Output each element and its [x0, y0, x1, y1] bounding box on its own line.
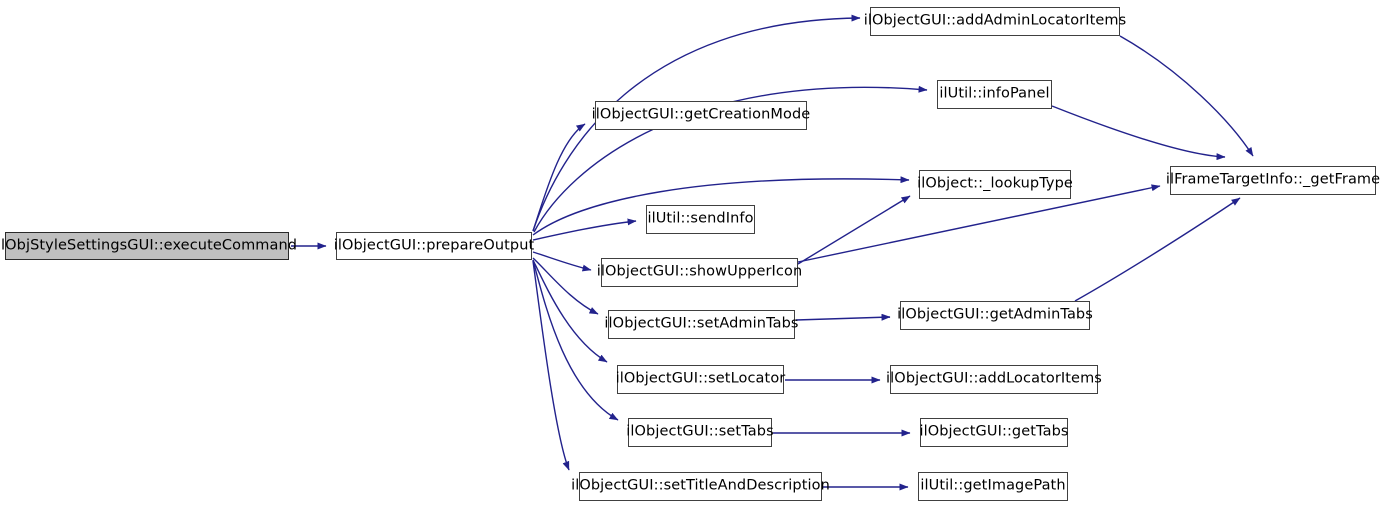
node-label-setAdminTabs: ilObjectGUI::setAdminTabs [604, 315, 799, 332]
node-label-getFrame: ilFrameTargetInfo::_getFrame [1165, 171, 1381, 188]
edge-prepareOutput-to-setTitleAndDescription [532, 260, 570, 471]
node-sendInfo[interactable]: ilUtil::sendInfo [646, 205, 755, 234]
node-setTabs[interactable]: ilObjectGUI::setTabs [626, 418, 774, 447]
edge-addAdminLocatorItems-to-getFrame [1119, 35, 1254, 157]
node-addLocatorItems[interactable]: ilObjectGUI::addLocatorItems [886, 365, 1102, 394]
node-infoPanel[interactable]: ilUtil::infoPanel [937, 80, 1052, 109]
node-label-executeCommand: ilObjStyleSettingsGUI::executeCommand [0, 237, 298, 254]
node-prepareOutput[interactable]: ilObjectGUI::prepareOutput [334, 232, 534, 260]
edge-prepareOutput-to-getCreationMode [532, 123, 586, 232]
node-label-getImagePath: ilUtil::getImagePath [920, 477, 1066, 494]
node-setAdminTabs[interactable]: ilObjectGUI::setAdminTabs [604, 310, 798, 339]
edge-showUpperIcon-to-lookupType [797, 195, 911, 265]
node-addAdminLocatorItems[interactable]: ilObjectGUI::addAdminLocatorItems [864, 7, 1126, 36]
node-label-addLocatorItems: ilObjectGUI::addLocatorItems [886, 370, 1102, 387]
node-getTabs[interactable]: ilObjectGUI::getTabs [919, 418, 1068, 447]
node-executeCommand[interactable]: ilObjStyleSettingsGUI::executeCommand [0, 232, 297, 260]
node-setTitleAndDescription[interactable]: ilObjectGUI::setTitleAndDescription [571, 472, 830, 501]
node-label-addAdminLocatorItems: ilObjectGUI::addAdminLocatorItems [863, 12, 1127, 29]
node-label-infoPanel: ilUtil::infoPanel [939, 85, 1050, 102]
node-label-lookupType: ilObject::_lookupType [917, 175, 1073, 192]
node-label-sendInfo: ilUtil::sendInfo [647, 210, 754, 227]
edge-setAdminTabs-to-getAdminTabs [795, 313, 891, 321]
node-label-getTabs: ilObjectGUI::getTabs [919, 423, 1069, 440]
edge-prepareOutput-to-setAdminTabs [532, 257, 599, 315]
node-lookupType[interactable]: ilObject::_lookupType [917, 170, 1073, 199]
node-getAdminTabs[interactable]: ilObjectGUI::getAdminTabs [897, 301, 1093, 330]
node-label-setTitleAndDescription: ilObjectGUI::setTitleAndDescription [571, 477, 830, 494]
edge-infoPanel-to-getFrame [1051, 105, 1226, 161]
node-getFrame[interactable]: ilFrameTargetInfo::_getFrame [1166, 166, 1380, 195]
node-setLocator[interactable]: ilObjectGUI::setLocator [616, 365, 785, 394]
node-getImagePath[interactable]: ilUtil::getImagePath [918, 472, 1068, 501]
node-showUpperIcon[interactable]: ilObjectGUI::showUpperIcon [597, 258, 802, 287]
node-label-prepareOutput: ilObjectGUI::prepareOutput [333, 237, 535, 254]
node-label-getAdminTabs: ilObjectGUI::getAdminTabs [897, 306, 1093, 323]
edge-prepareOutput-to-sendInfo [532, 218, 637, 241]
node-label-setTabs: ilObjectGUI::setTabs [626, 423, 774, 440]
node-label-showUpperIcon: ilObjectGUI::showUpperIcon [596, 263, 803, 280]
edge-prepareOutput-to-showUpperIcon [532, 251, 592, 272]
node-label-setLocator: ilObjectGUI::setLocator [615, 370, 786, 387]
node-getCreationMode[interactable]: ilObjectGUI::getCreationMode [592, 101, 810, 130]
node-label-getCreationMode: ilObjectGUI::getCreationMode [591, 106, 811, 123]
edge-getAdminTabs-to-getFrame [1074, 197, 1241, 302]
